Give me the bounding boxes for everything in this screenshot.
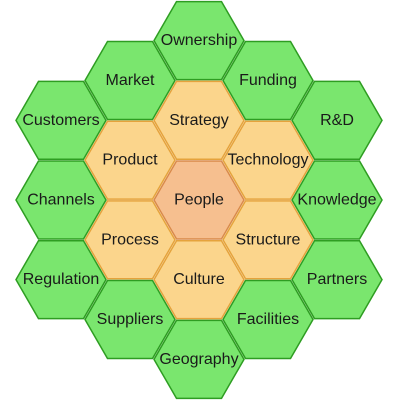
hexagon-shape [84, 120, 176, 200]
hex-cell-customers: Customers [15, 80, 107, 161]
hexagon-shape [84, 200, 176, 280]
hex-cell-geography: Geography [153, 319, 245, 400]
hexagon-shape [222, 120, 314, 200]
hex-label-customers: Customers [22, 112, 99, 129]
hexagon-shape [153, 160, 245, 240]
hex-label-people: People [174, 192, 224, 209]
hex-label-facilities: Facilities [237, 311, 299, 328]
hexagon-shape [291, 160, 383, 240]
hex-label-strategy: Strategy [169, 112, 229, 129]
hex-label-product: Product [102, 152, 158, 169]
hexagon-shape [222, 200, 314, 280]
hex-cell-ownership: Ownership [153, 0, 245, 81]
hex-label-partners: Partners [307, 271, 367, 288]
hex-cell-culture: Culture [153, 239, 245, 320]
hexagon-shape [15, 239, 107, 320]
hex-label-knowledge: Knowledge [297, 192, 376, 209]
hex-label-channels: Channels [27, 192, 95, 209]
hex-label-ownership: Ownership [161, 32, 238, 49]
hex-cell-facilities: Facilities [222, 279, 314, 360]
hex-cell-channels: Channels [15, 160, 107, 240]
hex-label-structure: Structure [236, 231, 301, 248]
hex-label-rd: R&D [320, 112, 354, 129]
hex-cell-market: Market [84, 40, 176, 121]
hex-cell-technology: Technology [222, 120, 314, 200]
hexagon-shape [291, 80, 383, 161]
hex-label-culture: Culture [173, 271, 225, 288]
hexagon-shape [222, 279, 314, 360]
hex-cell-structure: Structure [222, 200, 314, 280]
hexagon-shape [153, 239, 245, 320]
hex-label-technology: Technology [228, 152, 309, 169]
hex-cell-product: Product [84, 120, 176, 200]
hex-cell-knowledge: Knowledge [291, 160, 383, 240]
hex-label-regulation: Regulation [23, 271, 100, 288]
center-cell: People [153, 160, 245, 240]
hex-label-process: Process [101, 231, 159, 248]
hexagon-shape [291, 239, 383, 320]
hex-cell-people: People [153, 160, 245, 240]
hex-cell-process: Process [84, 200, 176, 280]
hex-cell-partners: Partners [291, 239, 383, 320]
hex-label-suppliers: Suppliers [97, 311, 164, 328]
hex-label-funding: Funding [239, 72, 297, 89]
hex-cell-rd: R&D [291, 80, 383, 161]
hexagon-shape [84, 279, 176, 360]
hex-cell-regulation: Regulation [15, 239, 107, 320]
hexagon-shape [153, 80, 245, 161]
hex-label-geography: Geography [159, 351, 238, 368]
hexagon-shape [15, 160, 107, 240]
hexagon-shape [15, 80, 107, 161]
hex-cell-funding: Funding [222, 40, 314, 121]
hexagon-shape [84, 40, 176, 121]
hex-label-market: Market [106, 72, 155, 89]
hexagon-shape [153, 319, 245, 400]
hexagon-shape [153, 0, 245, 81]
hex-cell-strategy: Strategy [153, 80, 245, 161]
hex-cell-suppliers: Suppliers [84, 279, 176, 360]
hexagon-shape [222, 40, 314, 121]
